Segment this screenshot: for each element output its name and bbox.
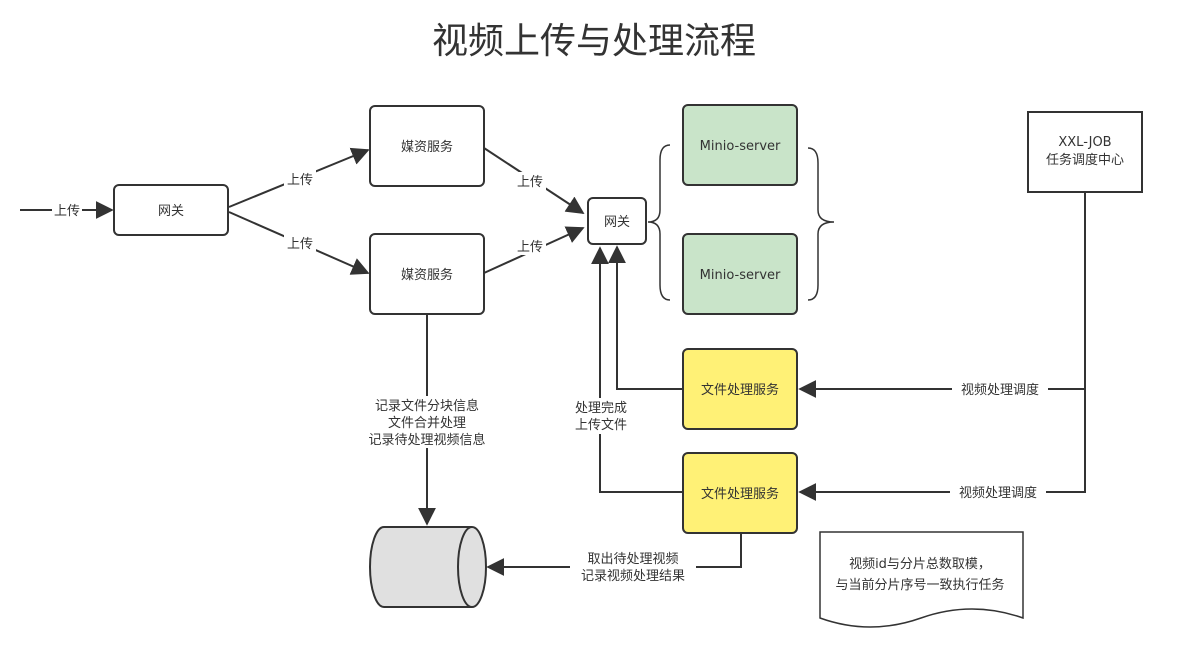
label-media-db-line1: 记录文件分块信息 xyxy=(375,398,479,414)
label-media-db-line3: 记录待处理视频信息 xyxy=(368,432,485,448)
node-xxl-job-line1: XXL-JOB xyxy=(1058,135,1111,150)
node-database xyxy=(369,526,487,608)
brace-right xyxy=(807,147,835,301)
label-db-fetch-line1: 取出待处理视频 xyxy=(587,552,678,567)
label-processed-line2: 上传文件 xyxy=(575,418,627,433)
database-body xyxy=(369,526,487,608)
node-gateway-right-label: 网关 xyxy=(604,215,630,230)
node-minio-top-label: Minio-server xyxy=(700,139,781,154)
node-media-service-top: 媒资服务 xyxy=(369,105,485,187)
node-gateway-left-label: 网关 xyxy=(158,204,184,219)
node-minio-bottom: Minio-server xyxy=(682,233,798,315)
node-media-service-top-label: 媒资服务 xyxy=(401,139,453,155)
node-media-service-bottom: 媒资服务 xyxy=(369,233,485,315)
label-upload-media-top: 上传 xyxy=(287,173,313,188)
page-title: 视频上传与处理流程 xyxy=(431,21,756,62)
label-media-bottom-to-gateway: 上传 xyxy=(517,240,543,255)
brace-left xyxy=(647,144,671,301)
node-file-service-top-label: 文件处理服务 xyxy=(701,382,779,398)
node-file-service-bottom-label: 文件处理服务 xyxy=(701,486,779,502)
edge-labels: 上传 上传 上传 上传 上传 记录文件分块信息 文件合并处理 记录待处理视频信息… xyxy=(52,170,1048,585)
label-schedule-top: 视频处理调度 xyxy=(961,382,1039,398)
label-upload-media-bottom: 上传 xyxy=(287,237,313,252)
note-line1: 视频id与分片总数取模， xyxy=(849,557,991,572)
edge-xxl-trunk xyxy=(1055,192,1086,493)
node-note: 视频id与分片总数取模， 与当前分片序号一致执行任务 xyxy=(819,531,1024,628)
node-xxl-job-line2: 任务调度中心 xyxy=(1046,152,1124,168)
label-media-top-to-gateway: 上传 xyxy=(517,175,543,190)
label-upload-in: 上传 xyxy=(54,204,80,219)
node-minio-bottom-label: Minio-server xyxy=(700,268,781,283)
node-xxl-job: XXL-JOB 任务调度中心 xyxy=(1027,111,1143,193)
node-media-service-bottom-label: 媒资服务 xyxy=(401,267,453,283)
note-shape xyxy=(819,531,1024,628)
note-line2: 与当前分片序号一致执行任务 xyxy=(835,577,1004,593)
edge-file-top-to-gateway xyxy=(608,245,683,390)
label-processed-line1: 处理完成 xyxy=(575,401,627,416)
edge-file-bottom-to-gateway xyxy=(591,246,683,493)
node-gateway-left: 网关 xyxy=(113,184,229,236)
label-schedule-bottom: 视频处理调度 xyxy=(959,485,1037,501)
node-gateway-right: 网关 xyxy=(587,197,647,245)
node-file-service-top: 文件处理服务 xyxy=(682,348,798,430)
label-db-fetch-line2: 记录视频处理结果 xyxy=(581,569,685,584)
node-minio-top: Minio-server xyxy=(682,104,798,186)
node-file-service-bottom: 文件处理服务 xyxy=(682,452,798,534)
database-end xyxy=(457,526,473,608)
label-media-db-line2: 文件合并处理 xyxy=(388,416,466,431)
